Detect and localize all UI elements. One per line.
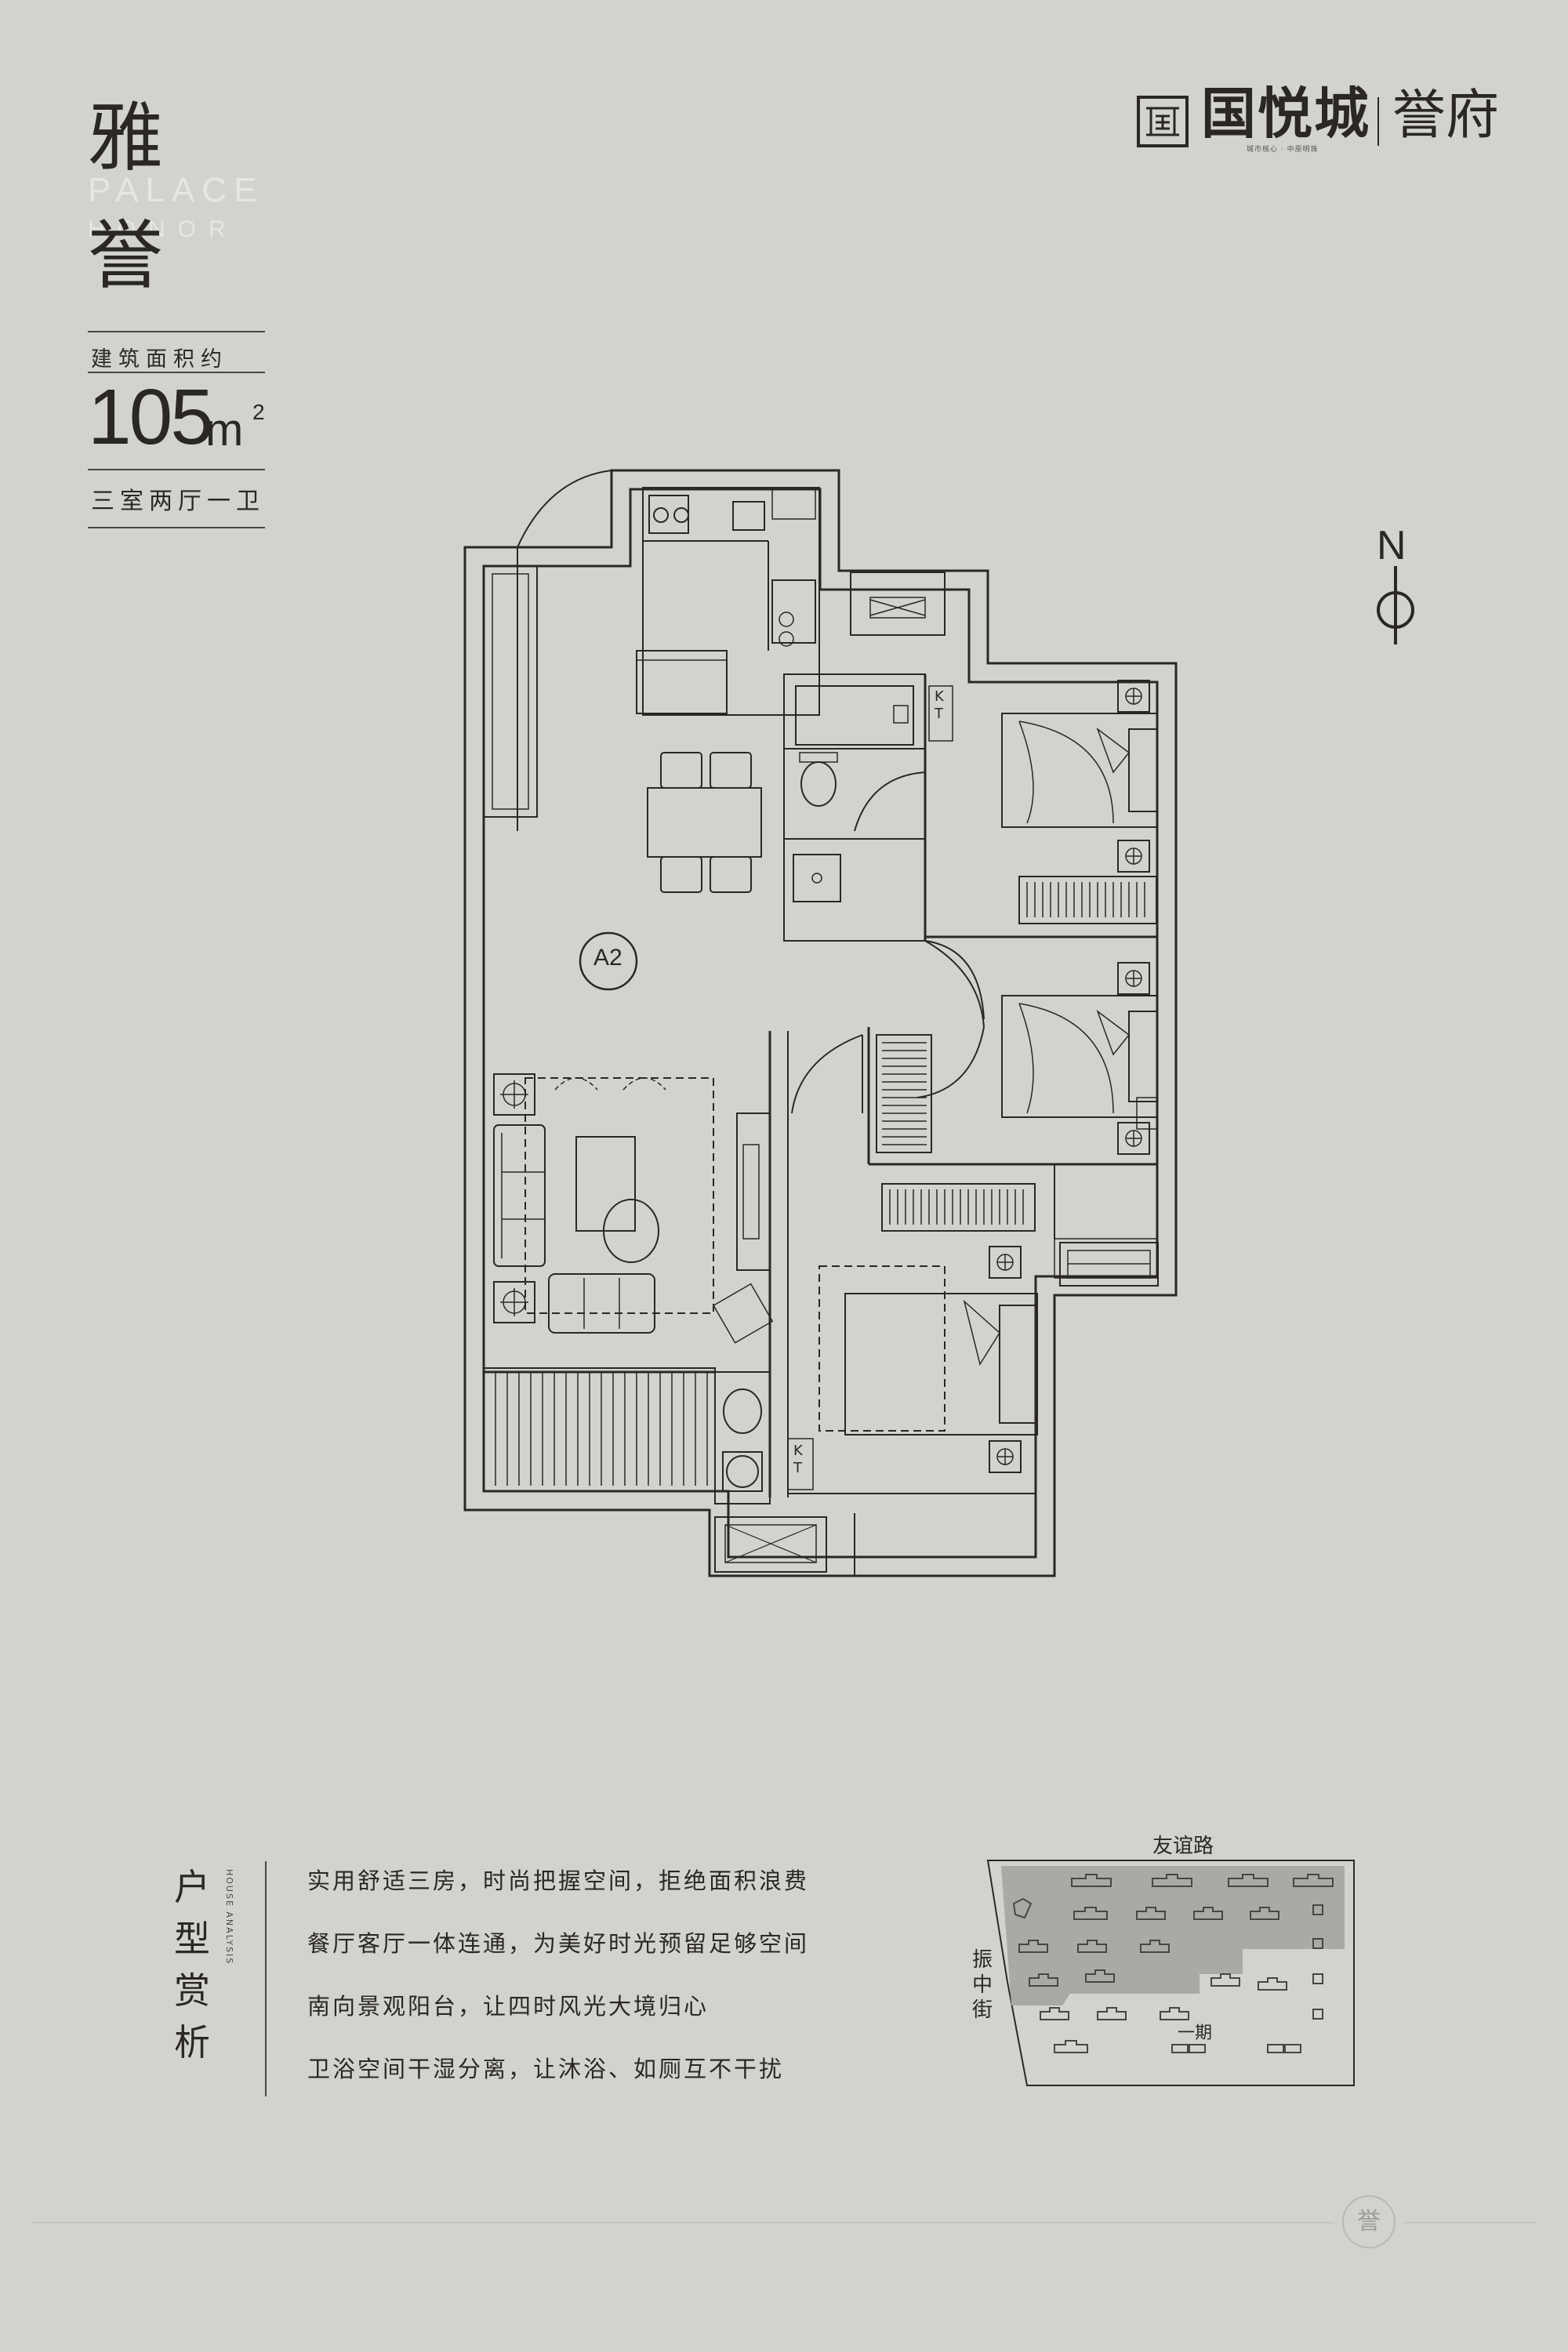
title-en-line1: PALACE [88, 171, 264, 209]
title-en-line2: HONOR [88, 216, 238, 242]
spec-divider-top [88, 331, 265, 332]
analysis-point-1: 实用舒适三房，时尚把握空间，拒绝面积浪费 [307, 1867, 810, 1894]
footer-line-right [1403, 2222, 1537, 2223]
analysis-title: 户型赏析 [174, 1866, 210, 2063]
title-char-2: 誉 [88, 212, 163, 299]
site-road-left-label: 振中街 [972, 1948, 993, 2022]
site-map [986, 1860, 1355, 2086]
analysis-point-2: 餐厅客厅一体连通，为美好时光预留足够空间 [307, 1930, 810, 1957]
area-value: 105 [88, 373, 214, 461]
compass-north-label: N [1377, 523, 1406, 568]
footer-line-left [31, 2222, 1334, 2223]
analysis-divider [265, 1861, 267, 2096]
brand-divider [1377, 97, 1379, 146]
analysis-title-en: HOUSE ANALYSIS [224, 1869, 234, 1965]
spec-divider-low [88, 469, 265, 470]
brand-name: 国悦城 [1201, 81, 1370, 146]
compass-icon [1377, 566, 1414, 644]
unit-label: A2 [593, 945, 622, 971]
site-phase-label: 一期 [1178, 2024, 1213, 2043]
site-road-top-label: 友谊路 [1152, 1835, 1214, 1858]
analysis-point-4: 卫浴空间干湿分离，让沐浴、如厕互不干扰 [307, 2056, 785, 2082]
analysis-point-3: 南向景观阳台，让四时风光大境归心 [307, 1993, 710, 2020]
area-unit-superscript: 2 [252, 400, 265, 424]
footer-seal-icon: 誉 [1342, 2195, 1396, 2249]
layout-type: 三室两厅一卫 [91, 488, 265, 515]
title-char-1: 雅 [88, 94, 163, 182]
brand-sub-name: 誉府 [1392, 85, 1500, 147]
brand-seal-icon [1137, 96, 1189, 147]
spec-divider-mid [88, 372, 265, 373]
spec-divider-bottom [88, 527, 265, 528]
brand-slogan: 城市核心 · 中原明珠 [1247, 146, 1319, 154]
area-label: 建筑面积约 [91, 347, 228, 372]
area-unit: m [205, 405, 244, 456]
